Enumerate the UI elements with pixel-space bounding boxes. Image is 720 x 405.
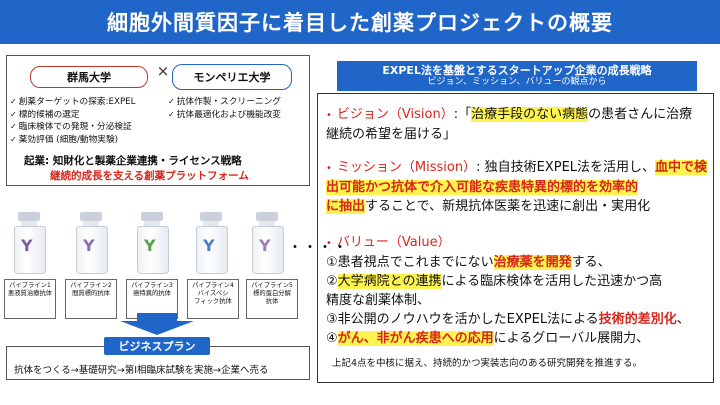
- antibody-icon: Y: [144, 236, 156, 255]
- list-item: 抗体最適化および機能改変: [168, 109, 308, 122]
- antibody-icon: Y: [259, 236, 271, 255]
- business-plan-flow: 抗体をつくる→基礎研究→第I相臨床試験を実施→企業へ売る: [14, 365, 269, 376]
- value-label: バリュー（Value）: [336, 235, 451, 250]
- value-item: ②大学病院との連携による臨床検体を活用した迅速かつ高: [326, 274, 663, 289]
- strategy-panel: [317, 93, 714, 383]
- value-item: ③非公開のノウハウを活かしたEXPEL法による技術的差別化、: [326, 312, 690, 327]
- strategy-subheading: ビジョン、ミッション、バリューの観点から: [427, 77, 607, 87]
- antibody-icon: Y: [21, 236, 33, 255]
- vial-icon: Y: [194, 212, 228, 274]
- montpellier-university-box: モンペリエ大学: [172, 64, 292, 90]
- list-item: 創薬ターゲットの探索:EXPEL: [10, 96, 170, 109]
- vision-section: •ビジョン（Vision）:「治療手段のない病態の患者さんに治療 継続の希望を届…: [326, 107, 693, 142]
- montpellier-task-list: 抗体作製・スクリーニング 抗体最適化および機能改変: [168, 96, 308, 121]
- platform-statement: 継続的成長を支える創薬プラットフォーム: [50, 170, 249, 182]
- value-item: ①患者視点でこれまでにない治療薬を開発する、: [326, 255, 611, 270]
- vial-icon: Y: [250, 212, 284, 274]
- value-section: • バリュー（Value） ①患者視点でこれまでにない治療薬を開発する、 ②大学病…: [326, 233, 711, 348]
- vial-icon: Y: [74, 212, 108, 274]
- list-item: 臨床検体での発現・分泌検証: [10, 121, 170, 134]
- cross-mark: ×: [156, 62, 170, 80]
- strategy-header: EXPEL法を基盤とするスタートアップ企業の成長戦略 ビジョン、ミッション、バリ…: [337, 61, 697, 91]
- list-item: 薬効評価 (細胞/動物実験): [10, 134, 170, 147]
- antibody-icon: Y: [203, 236, 215, 255]
- down-arrow-icon: [120, 313, 194, 335]
- bullet-icon: •: [326, 110, 332, 121]
- vial-icon: Y: [135, 212, 169, 274]
- bullet-icon: •: [326, 238, 332, 249]
- gunma-university-box: 群馬大学: [30, 66, 148, 88]
- startup-strategy-line: 起業: 知財化と製薬企業連携・ライセンス戦略: [24, 155, 242, 167]
- strategy-heading: EXPEL法を基盤とするスタートアップ企業の成長戦略: [382, 64, 652, 77]
- vision-label: ビジョン（Vision）: [336, 107, 454, 122]
- list-item: 標的候補の選定: [10, 109, 170, 122]
- vial-icon: Y: [12, 212, 46, 274]
- mission-label: ミッション（Mission）: [336, 160, 477, 175]
- collaboration-panel: [6, 55, 310, 186]
- value-item: ④がん、非がん疾患への応用によるグローバル展開力、: [326, 331, 650, 346]
- page-title: 細胞外間質因子に着目した創薬プロジェクトの概要: [0, 0, 720, 44]
- list-item: 抗体作製・スクリーニング: [168, 96, 308, 109]
- antibody-icon: Y: [83, 236, 95, 255]
- bullet-icon: •: [326, 163, 332, 174]
- mission-section: •ミッション（Mission）: 独自技術EXPEL法を活用し、血中で検 出可能…: [326, 160, 708, 214]
- business-plan-title: ビジネスプラン: [104, 337, 210, 355]
- footnote: 上記4点を中核に据え、持続的かつ実装志向のある研究開発を推進する。: [332, 358, 643, 369]
- gunma-task-list: 創薬ターゲットの探索:EXPEL 標的候補の選定 臨床検体での発現・分泌検証 薬…: [10, 96, 170, 146]
